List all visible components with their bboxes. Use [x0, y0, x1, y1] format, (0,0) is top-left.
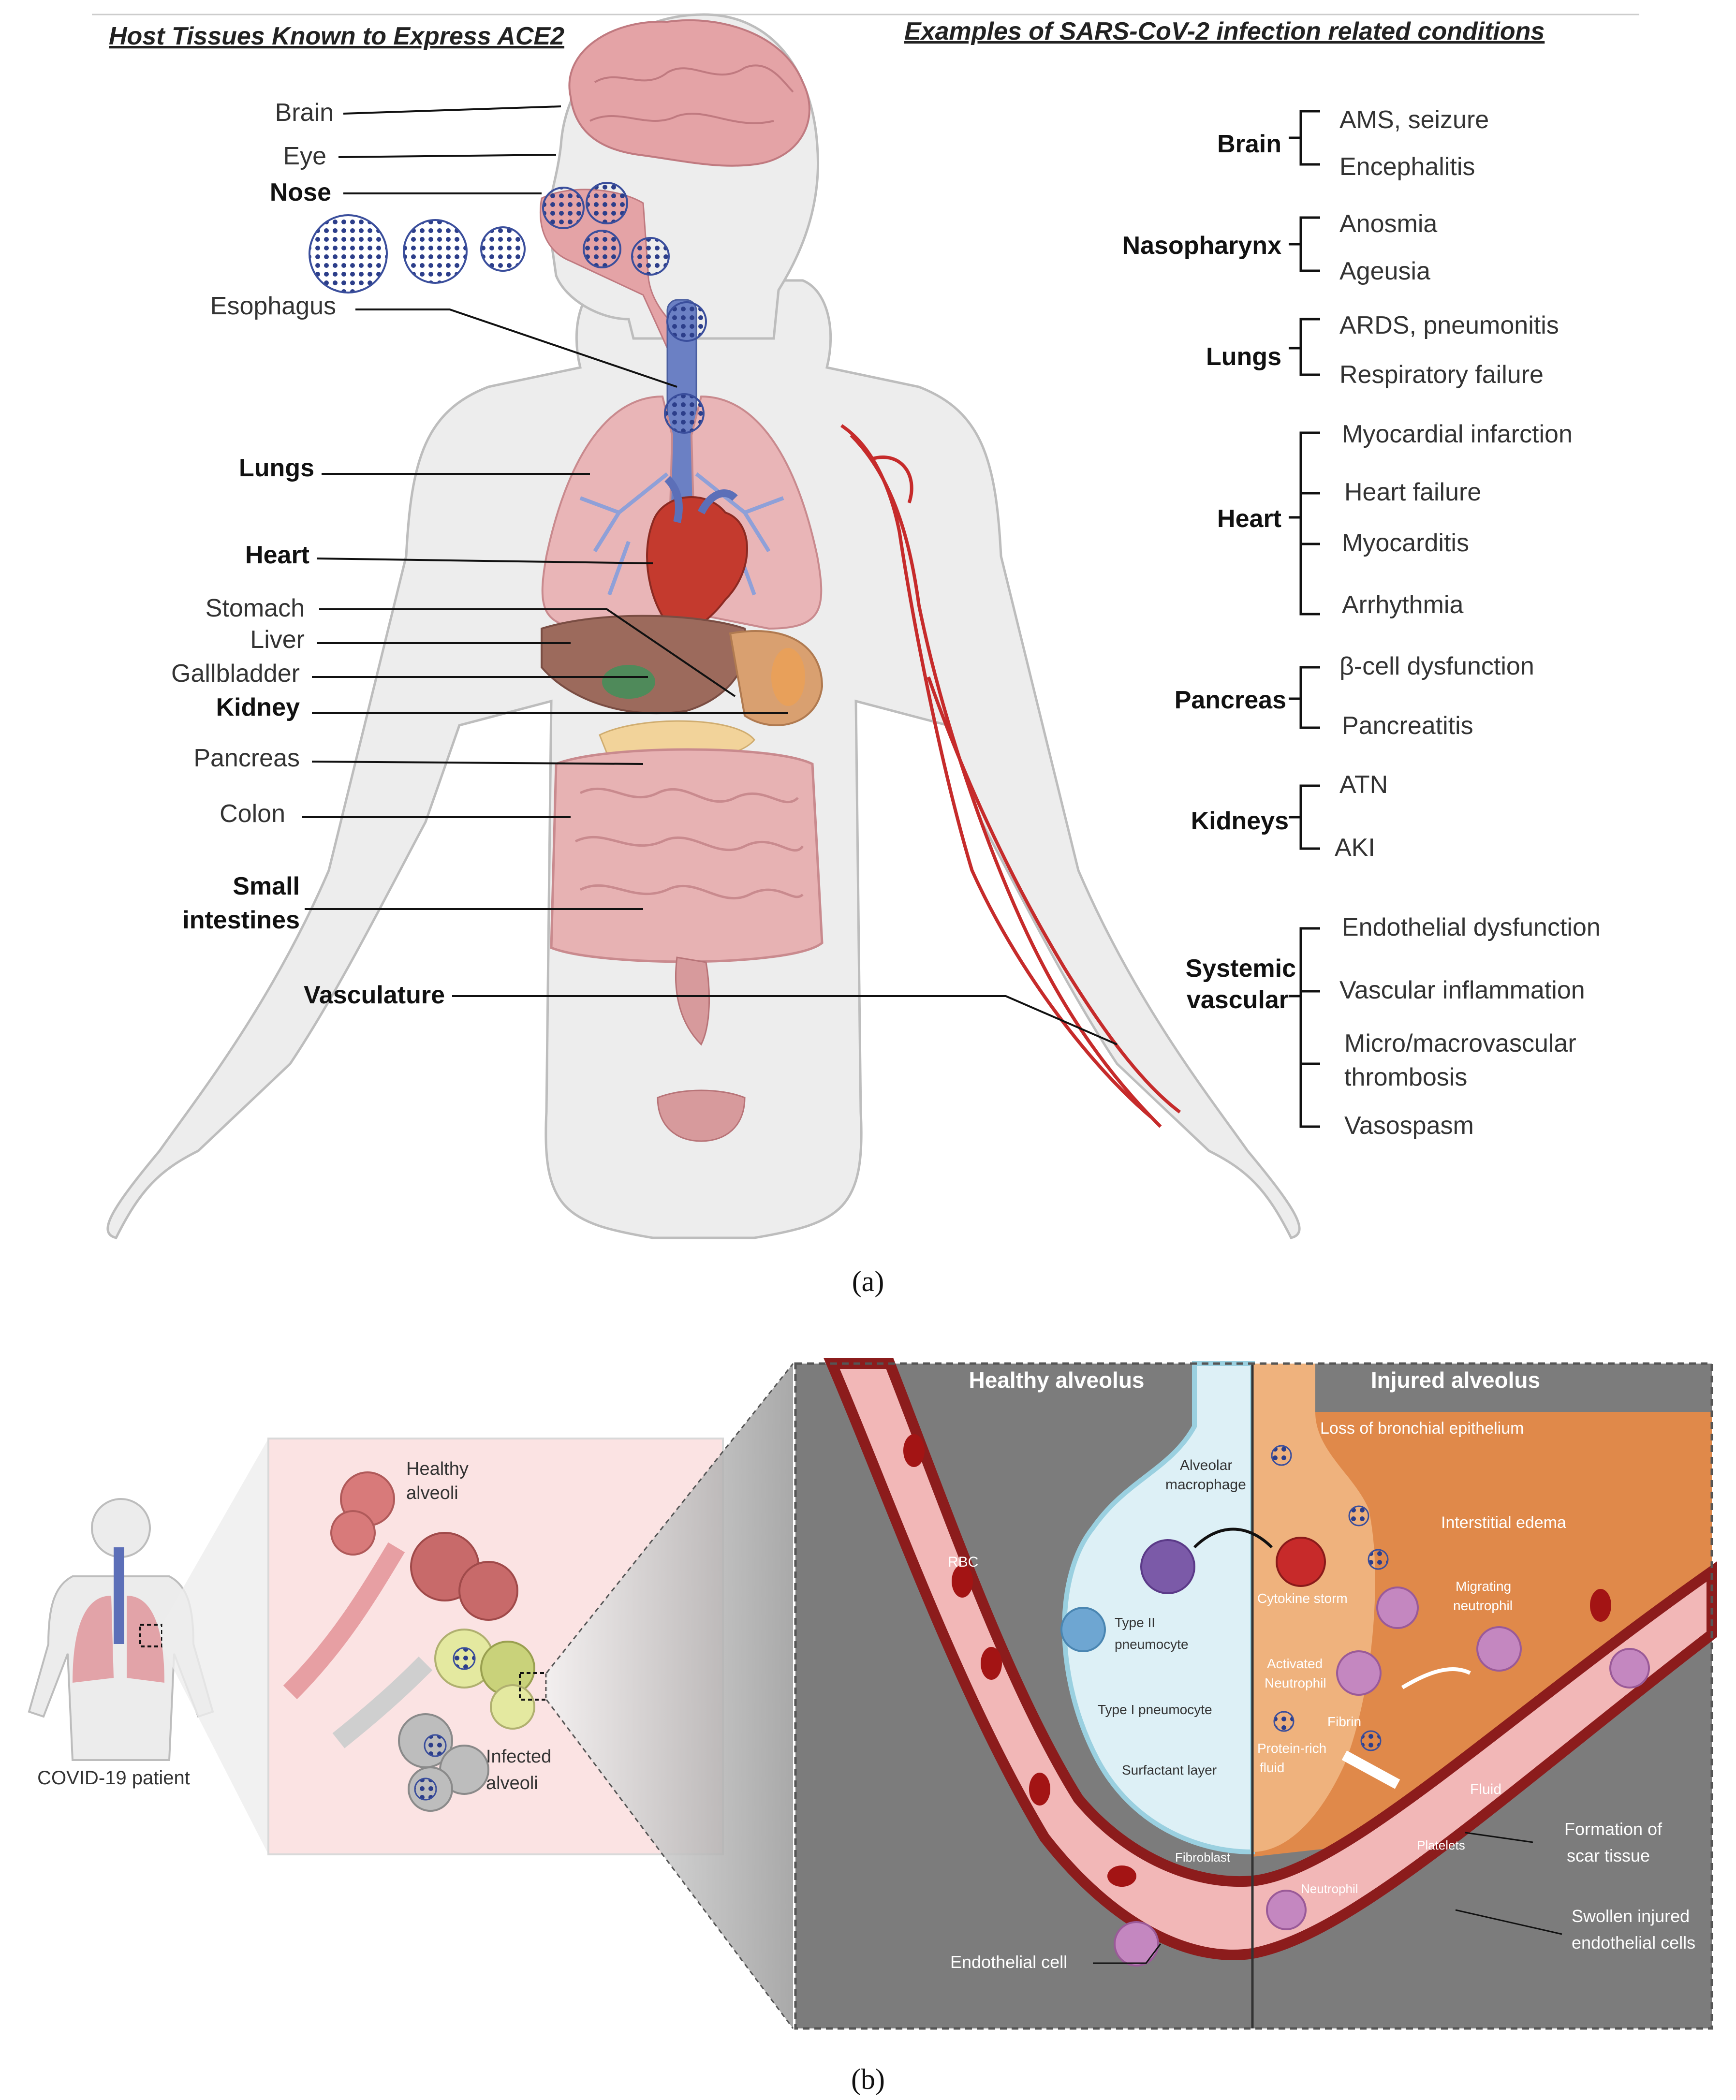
tissue-label: Heart	[245, 541, 309, 569]
condition-item: Micro/macrovascular	[1344, 1029, 1576, 1057]
label-swollen: Swollen injured	[1572, 1906, 1690, 1926]
label-fluid: Fluid	[1470, 1781, 1501, 1797]
condition-organ: Pancreas	[1175, 686, 1286, 714]
intestines-organ	[550, 748, 824, 963]
condition-organ: vascular	[1187, 986, 1289, 1014]
condition-item: Respiratory failure	[1339, 361, 1544, 389]
condition-organ: Nasopharynx	[1122, 232, 1282, 260]
alveolus-detail	[794, 1358, 1717, 2030]
label-loss-epithelium: Loss of bronchial epithelium	[1320, 1419, 1524, 1438]
label-type2: Type II	[1115, 1615, 1155, 1630]
gallbladder-organ	[602, 665, 655, 699]
label-activated: Neutrophil	[1265, 1675, 1326, 1690]
condition-item: ATN	[1339, 771, 1388, 799]
patient-label: COVID-19 patient	[37, 1767, 190, 1789]
label-rbc: RBC	[948, 1554, 978, 1570]
condition-organ: Kidneys	[1191, 807, 1289, 835]
tissue-labels: Brain Eye Nose Esophagus Lungs Heart Sto…	[171, 99, 1118, 1045]
label-edema: Interstitial edema	[1441, 1513, 1566, 1532]
label-platelets: Platelets	[1417, 1838, 1465, 1852]
arm-vasculature	[840, 424, 1181, 1128]
label-scar: Formation of	[1564, 1819, 1662, 1839]
label-fibroblast: Fibroblast	[1175, 1850, 1231, 1865]
label-protein: Protein-rich	[1257, 1741, 1326, 1756]
caption-b: (b)	[851, 2063, 885, 2095]
healthy-alveoli-cluster	[330, 1471, 518, 1621]
healthy-alveoli-label: alveoli	[406, 1483, 458, 1503]
heading-right: Examples of SARS-CoV-2 infection related…	[904, 17, 1545, 45]
condition-item: Ageusia	[1339, 257, 1430, 285]
tissue-label: Nose	[270, 178, 331, 206]
infected-alveoli-label: Infected	[486, 1747, 551, 1767]
condition-item: Vasospasm	[1344, 1112, 1474, 1140]
healthy-alveoli-label: Healthy	[406, 1459, 469, 1479]
infected-alveoli-cluster	[398, 1629, 547, 1812]
tissue-label: Eye	[283, 142, 326, 170]
condition-item: Encephalitis	[1339, 153, 1475, 181]
condition-item: ARDS, pneumonitis	[1339, 311, 1559, 339]
condition-item: AKI	[1335, 834, 1375, 862]
label-migrating: neutrophil	[1453, 1598, 1513, 1613]
tissue-label: Kidney	[216, 693, 300, 721]
label-macrophage: macrophage	[1165, 1477, 1246, 1493]
tissue-label: Esophagus	[210, 292, 336, 320]
condition-organ: Systemic	[1186, 955, 1296, 983]
infected-alveoli-label: alveoli	[486, 1773, 538, 1793]
brain-organ	[568, 19, 810, 167]
condition-item: β-cell dysfunction	[1339, 652, 1534, 680]
label-macrophage: Alveolar	[1180, 1457, 1232, 1473]
condition-organ: Heart	[1217, 505, 1281, 533]
caption-a: (a)	[852, 1265, 884, 1297]
tissue-label: Liver	[250, 626, 305, 654]
label-activated: Activated	[1267, 1656, 1323, 1671]
condition-item: Pancreatitis	[1342, 712, 1473, 740]
condition-organ: Brain	[1217, 130, 1281, 158]
tissue-label: Pancreas	[193, 744, 300, 772]
label-protein: fluid	[1260, 1760, 1284, 1775]
label-cytokine: Cytokine storm	[1257, 1591, 1348, 1606]
condition-item: Heart failure	[1344, 478, 1481, 506]
healthy-alveolus-title: Healthy alveolus	[969, 1367, 1144, 1393]
heart-organ	[646, 496, 748, 635]
tissue-label: Lungs	[239, 454, 314, 482]
tissue-label: Vasculature	[304, 981, 445, 1009]
condition-item: AMS, seizure	[1339, 106, 1489, 134]
injured-alveolus-title: Injured alveolus	[1371, 1367, 1540, 1393]
heading-left: Host Tissues Known to Express ACE2	[109, 22, 564, 50]
label-endothelial: Endothelial cell	[950, 1952, 1067, 1972]
condition-item: Myocarditis	[1342, 529, 1469, 557]
kidney-organ	[771, 648, 805, 706]
condition-organ: Lungs	[1206, 343, 1281, 371]
condition-item: Myocardial infarction	[1342, 420, 1573, 448]
label-type2: pneumocyte	[1115, 1637, 1189, 1652]
condition-item: Anosmia	[1339, 210, 1437, 238]
label-fibrin: Fibrin	[1327, 1714, 1361, 1729]
tissue-label: Colon	[220, 800, 285, 828]
tissue-label: Brain	[275, 99, 334, 127]
condition-item: thrombosis	[1344, 1063, 1467, 1091]
label-migrating: Migrating	[1456, 1579, 1511, 1594]
label-swollen: endothelial cells	[1572, 1933, 1695, 1953]
label-surfactant: Surfactant layer	[1122, 1762, 1217, 1777]
tissue-label: Stomach	[206, 594, 305, 622]
condition-item: Arrhythmia	[1342, 591, 1463, 619]
label-neutrophil: Neutrophil	[1301, 1881, 1358, 1896]
tissue-label: Small	[233, 872, 300, 900]
tissue-label: intestines	[182, 906, 300, 934]
tissue-label: Gallbladder	[171, 660, 300, 688]
label-type1: Type I pneumocyte	[1098, 1702, 1212, 1717]
virus-particles	[309, 182, 707, 434]
label-scar: scar tissue	[1567, 1846, 1650, 1865]
conditions-list	[1289, 110, 1320, 1128]
condition-item: Vascular inflammation	[1339, 976, 1585, 1004]
condition-item: Endothelial dysfunction	[1342, 913, 1601, 941]
